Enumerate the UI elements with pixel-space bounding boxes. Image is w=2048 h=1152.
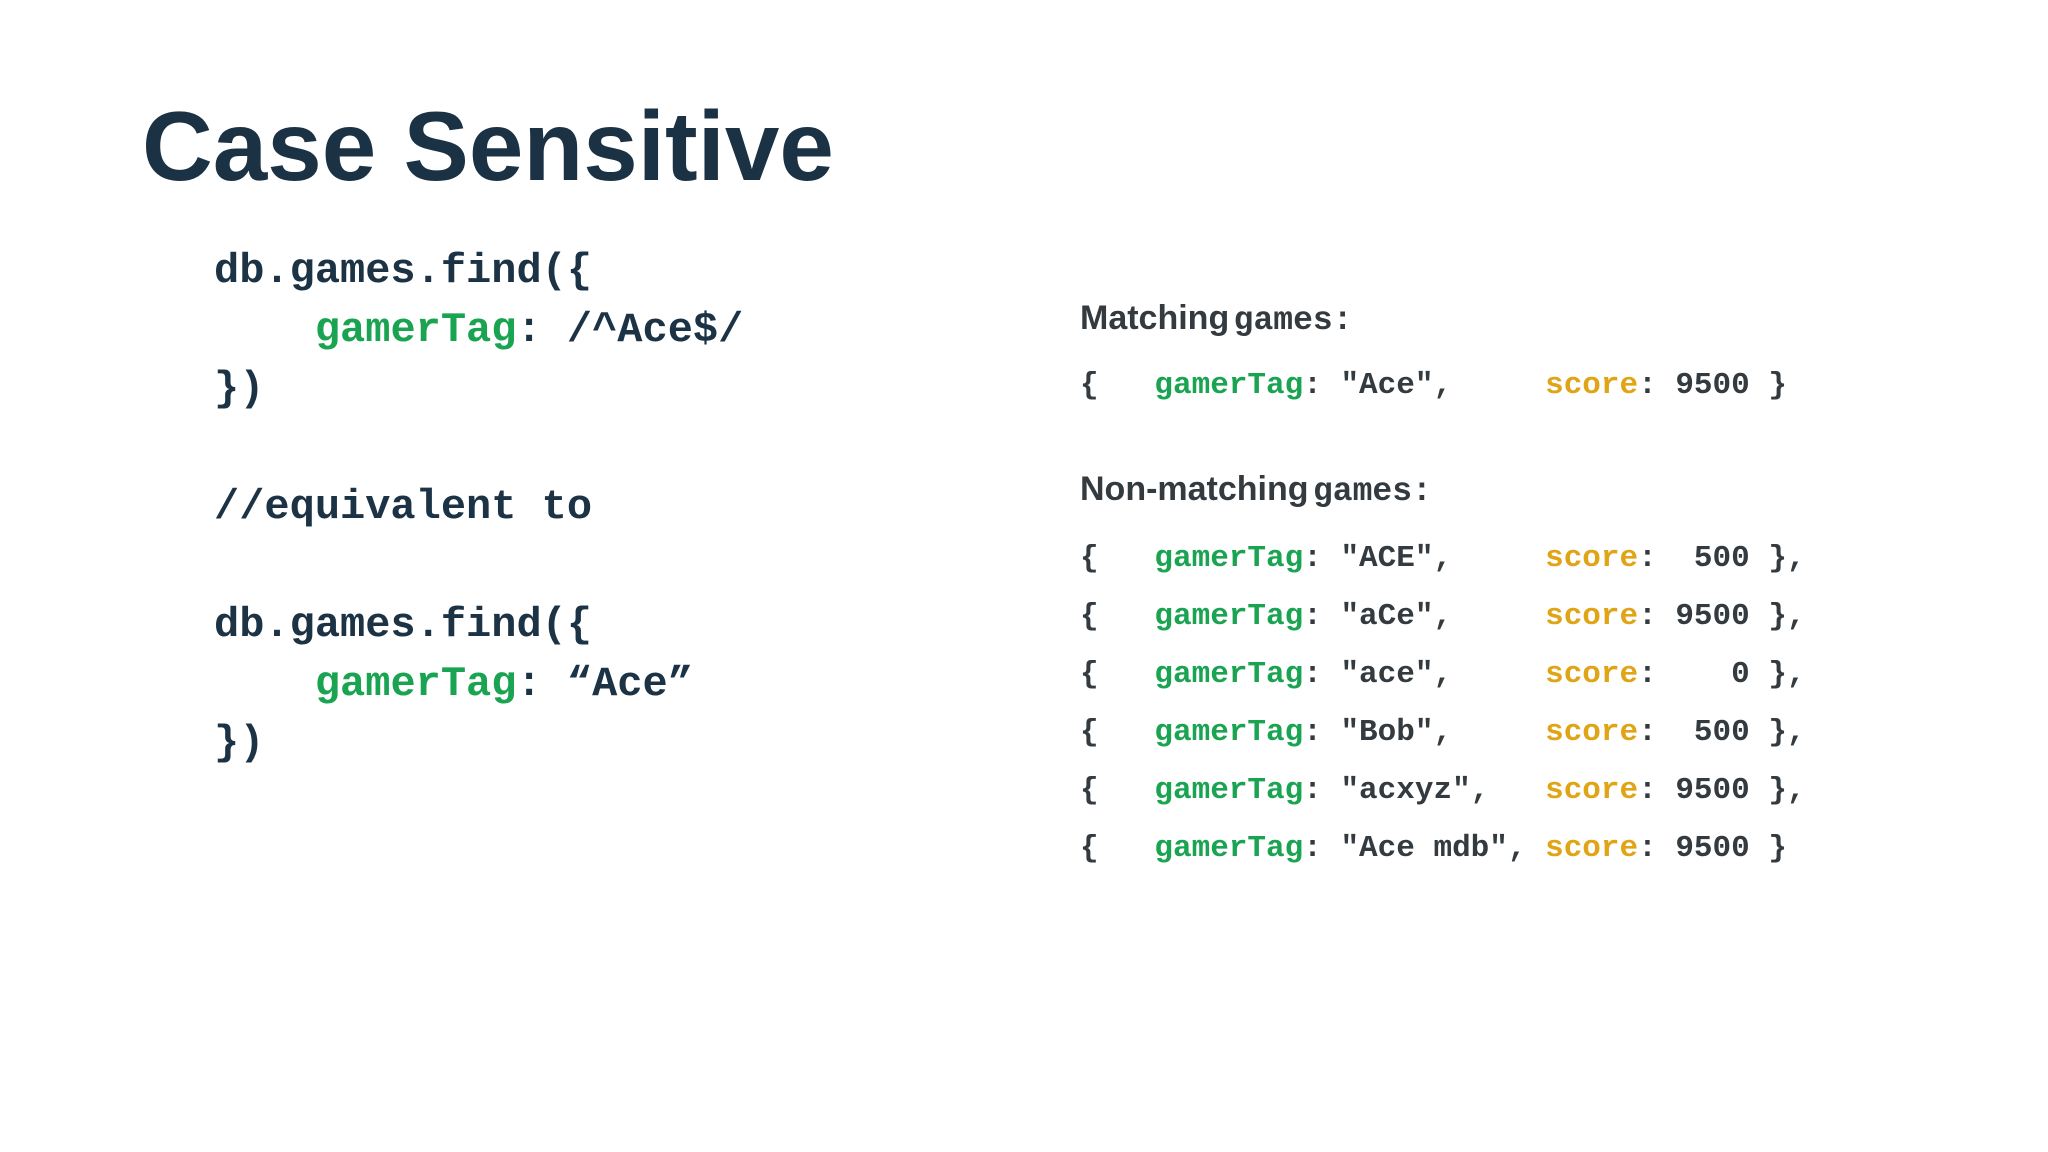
code-line: }) xyxy=(214,714,743,773)
row-key-gamerTag: gamerTag xyxy=(1154,657,1304,692)
game-row: { gamerTag: "ace", score: 0 }, xyxy=(1080,646,1806,704)
row-key-score: score xyxy=(1545,599,1639,634)
code-line: gamerTag: “Ace” xyxy=(214,655,743,714)
code-line: gamerTag: /^Ace$/ xyxy=(214,301,743,360)
code-line: db.games.find({ xyxy=(214,242,743,301)
code-text: //equivalent to xyxy=(214,483,593,531)
row-open-brace: { xyxy=(1080,831,1155,866)
row-key-score: score xyxy=(1545,773,1639,808)
row-key-score: score xyxy=(1545,831,1639,866)
code-line xyxy=(214,537,743,596)
game-row: { gamerTag: "Ace", score: 9500 } xyxy=(1080,357,1806,415)
code-text xyxy=(214,660,315,708)
code-text xyxy=(214,306,315,354)
non-matching-heading-label: Non-matching xyxy=(1080,470,1309,508)
row-open-brace: { xyxy=(1080,657,1155,692)
row-gamerTag-value: : "Ace mdb", xyxy=(1303,831,1546,866)
row-key-gamerTag: gamerTag xyxy=(1154,599,1304,634)
code-text: }) xyxy=(214,719,265,767)
code-text: db.games.find({ xyxy=(214,247,593,295)
row-gamerTag-value: : "Ace", xyxy=(1303,368,1546,403)
row-score-value: : 0 }, xyxy=(1638,657,1806,692)
row-key-gamerTag: gamerTag xyxy=(1154,368,1304,403)
game-row: { gamerTag: "ACE", score: 500 }, xyxy=(1080,530,1806,588)
matching-section: Matching games: { gamerTag: "Ace", score… xyxy=(1080,296,1806,415)
row-gamerTag-value: : "ace", xyxy=(1303,657,1546,692)
matching-heading-code: games: xyxy=(1233,302,1353,339)
row-open-brace: { xyxy=(1080,368,1155,403)
row-key-gamerTag: gamerTag xyxy=(1154,831,1304,866)
non-matching-heading-code: games: xyxy=(1313,473,1432,510)
code-line: db.games.find({ xyxy=(214,596,743,655)
page-title: Case Sensitive xyxy=(142,91,834,201)
game-row: { gamerTag: "aCe", score: 9500 }, xyxy=(1080,588,1806,646)
game-row: { gamerTag: "Bob", score: 500 }, xyxy=(1080,704,1806,762)
code-line xyxy=(214,419,743,478)
game-row: { gamerTag: "Ace mdb", score: 9500 } xyxy=(1080,820,1806,878)
row-key-gamerTag: gamerTag xyxy=(1154,715,1304,750)
code-key-gamerTag: gamerTag xyxy=(314,660,517,708)
code-line: //equivalent to xyxy=(214,478,743,537)
row-open-brace: { xyxy=(1080,599,1155,634)
code-key-gamerTag: gamerTag xyxy=(314,306,517,354)
non-matching-section: Non-matching games: { gamerTag: "ACE", s… xyxy=(1080,467,1806,878)
row-score-value: : 500 }, xyxy=(1638,715,1806,750)
row-gamerTag-value: : "ACE", xyxy=(1303,541,1546,576)
non-matching-heading: Non-matching games: xyxy=(1080,467,1806,518)
row-score-value: : 9500 } xyxy=(1638,831,1787,866)
code-text: : “Ace” xyxy=(516,660,693,708)
code-text: }) xyxy=(214,365,265,413)
results-panel: Matching games: { gamerTag: "Ace", score… xyxy=(1080,296,1806,878)
row-open-brace: { xyxy=(1080,773,1155,808)
row-key-score: score xyxy=(1545,657,1639,692)
row-gamerTag-value: : "aCe", xyxy=(1303,599,1546,634)
row-key-score: score xyxy=(1545,715,1639,750)
game-row: { gamerTag: "acxyz", score: 9500 }, xyxy=(1080,762,1806,820)
non-matching-rows: { gamerTag: "ACE", score: 500 },{ gamerT… xyxy=(1080,530,1806,878)
row-score-value: : 500 }, xyxy=(1638,541,1806,576)
row-score-value: : 9500 }, xyxy=(1638,773,1806,808)
row-open-brace: { xyxy=(1080,715,1155,750)
row-key-score: score xyxy=(1545,368,1639,403)
matching-heading: Matching games: xyxy=(1080,296,1806,347)
row-gamerTag-value: : "Bob", xyxy=(1303,715,1546,750)
code-line: }) xyxy=(214,360,743,419)
row-score-value: : 9500 } xyxy=(1638,368,1787,403)
matching-heading-label: Matching xyxy=(1080,299,1230,337)
code-block-query: db.games.find({ gamerTag: /^Ace$/}) //eq… xyxy=(214,242,743,773)
row-key-gamerTag: gamerTag xyxy=(1154,541,1304,576)
row-key-gamerTag: gamerTag xyxy=(1154,773,1304,808)
code-text: db.games.find({ xyxy=(214,601,593,649)
row-gamerTag-value: : "acxyz", xyxy=(1303,773,1546,808)
matching-rows: { gamerTag: "Ace", score: 9500 } xyxy=(1080,357,1806,415)
row-score-value: : 9500 }, xyxy=(1638,599,1806,634)
row-open-brace: { xyxy=(1080,541,1155,576)
row-key-score: score xyxy=(1545,541,1639,576)
code-text: : /^Ace$/ xyxy=(516,306,744,354)
